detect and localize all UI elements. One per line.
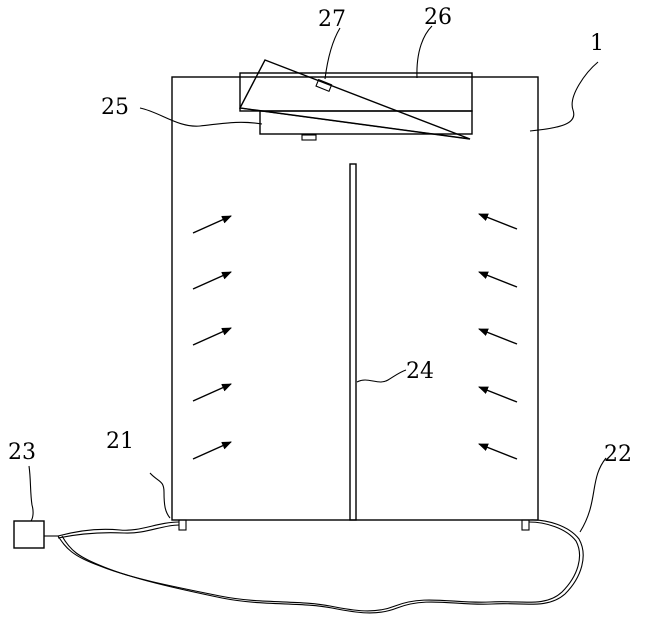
cable-upper [58,522,179,536]
label-25: 25 [101,95,129,120]
top-housing [240,73,472,111]
leader-26 [417,26,432,78]
label-24: 24 [406,359,434,384]
arrow-left-5 [193,442,231,459]
leader-21 [150,473,170,518]
arrow-right-4 [479,387,517,402]
label-26: 26 [424,5,452,30]
label-27: 27 [318,7,346,32]
arrow-right-1 [479,214,517,229]
arrow-right-3 [479,329,517,344]
leader-22 [580,458,606,532]
cabinet-body [172,77,538,520]
right-arrows [479,214,517,459]
arrow-left-2 [193,272,231,289]
cable-lower-2 [62,520,583,613]
inclined-flap [240,60,470,139]
leader-24 [357,370,406,382]
leader-23 [29,466,33,521]
left-arrows [193,216,231,459]
leader-1 [530,62,598,131]
small-tab [302,135,316,140]
arrow-left-4 [193,384,231,401]
label-22: 22 [604,442,632,467]
foot-right [522,520,529,530]
leader-27 [325,28,340,79]
arrow-right-5 [479,444,517,459]
arrow-left-3 [193,328,231,345]
central-rod [350,164,356,520]
cable-lower [58,522,580,611]
label-23: 23 [8,440,36,465]
arrow-left-1 [193,216,231,233]
foot-left [179,520,186,530]
label-21: 21 [106,429,134,454]
arrow-right-2 [479,272,517,287]
power-unit [14,521,44,548]
label-1: 1 [590,31,604,56]
